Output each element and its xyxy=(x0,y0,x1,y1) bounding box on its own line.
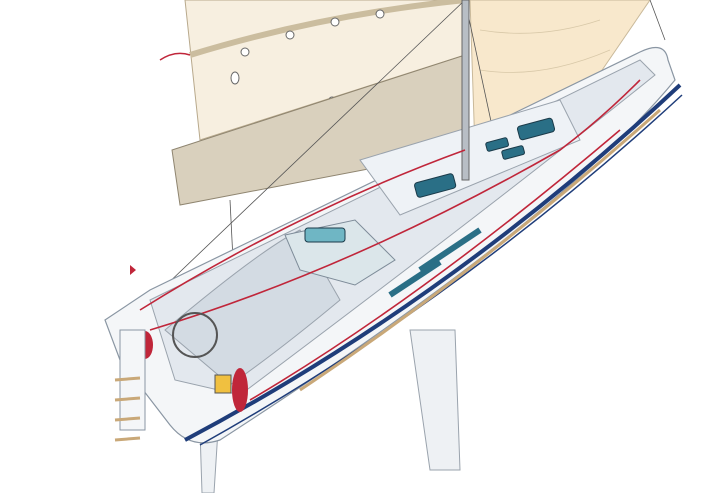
mast xyxy=(461,0,470,181)
windows xyxy=(304,117,556,298)
stern-equipment xyxy=(114,265,248,442)
keel xyxy=(409,329,461,471)
red-lines xyxy=(139,79,641,401)
